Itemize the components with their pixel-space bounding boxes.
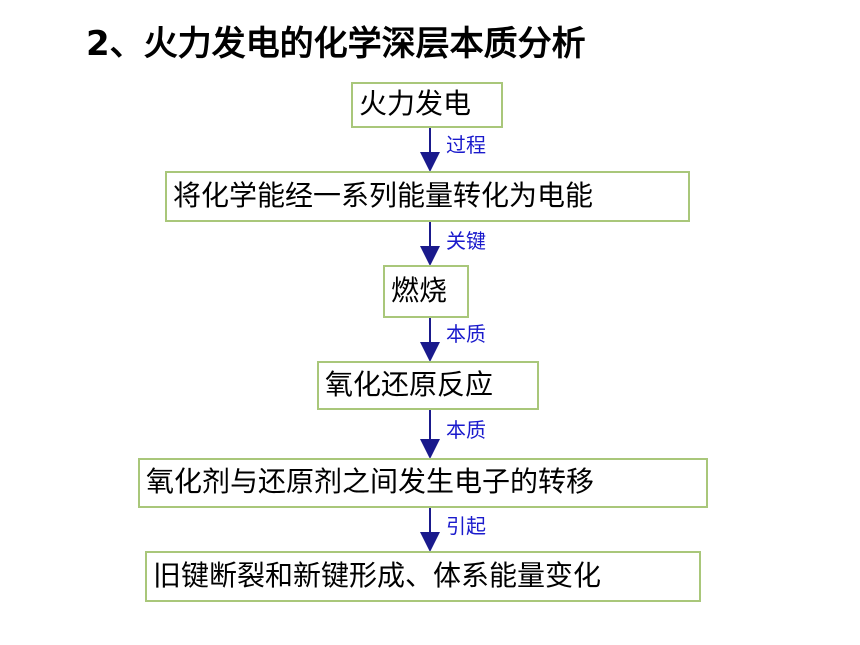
node-combustion: 燃烧: [383, 265, 469, 318]
edge-label-key: 关键: [446, 229, 486, 253]
node-electron-transfer: 氧化剂与还原剂之间发生电子的转移: [138, 458, 708, 508]
node-bond-energy-change: 旧键断裂和新键形成、体系能量变化: [145, 551, 701, 602]
edge-label-cause: 引起: [446, 514, 486, 538]
edge-label-process: 过程: [446, 133, 486, 157]
page-title: 2、火力发电的化学深层本质分析: [86, 24, 586, 64]
edge-label-essence-2: 本质: [446, 418, 486, 442]
node-thermal-power: 火力发电: [351, 82, 503, 128]
edge-label-essence-1: 本质: [446, 322, 486, 346]
node-redox-reaction: 氧化还原反应: [317, 361, 539, 410]
node-energy-conversion: 将化学能经一系列能量转化为电能: [165, 171, 690, 222]
